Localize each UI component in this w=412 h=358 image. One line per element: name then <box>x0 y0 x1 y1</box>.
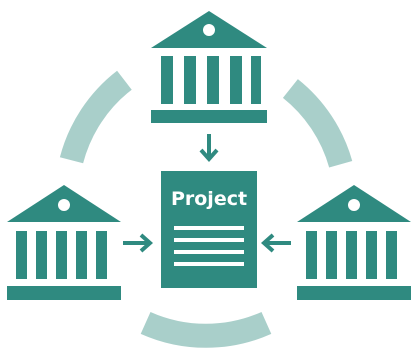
left-column-1 <box>16 231 27 279</box>
right-column-1 <box>306 231 317 279</box>
arrow-right-left-icon <box>260 233 291 253</box>
top-column-4 <box>230 56 242 104</box>
right-base <box>297 286 411 300</box>
top-column-3 <box>207 56 219 104</box>
arrow-top-down-icon <box>199 134 219 163</box>
document-text-lines <box>174 226 244 266</box>
project-document-icon: Project <box>161 171 257 288</box>
left-column-4 <box>76 231 87 279</box>
document-line-2 <box>174 238 244 242</box>
document-line-3 <box>174 250 244 254</box>
top-emblem <box>203 24 215 36</box>
document-line-1 <box>174 226 244 230</box>
top-column-5 <box>251 56 261 104</box>
ring-segment-bottom <box>140 311 272 348</box>
institution-right-bank-icon <box>297 185 411 300</box>
arrow-left-right-icon <box>123 233 154 253</box>
right-column-4 <box>366 231 377 279</box>
institution-left-bank-icon <box>7 185 121 300</box>
left-column-5 <box>96 231 107 279</box>
right-column-5 <box>386 231 397 279</box>
left-column-3 <box>56 231 67 279</box>
top-base <box>151 110 267 123</box>
ring-segment-upper-left <box>59 70 132 164</box>
right-emblem <box>348 199 360 211</box>
right-column-2 <box>326 231 337 279</box>
cycle-ring <box>59 70 353 348</box>
top-column-2 <box>184 56 196 104</box>
right-column-3 <box>346 231 357 279</box>
left-column-2 <box>36 231 47 279</box>
top-column-1 <box>161 56 173 104</box>
institution-top-bank-icon <box>151 11 267 123</box>
left-emblem <box>58 199 70 211</box>
document-line-4 <box>174 262 244 266</box>
ring-segment-upper-right <box>282 79 353 168</box>
left-base <box>7 286 121 300</box>
project-title: Project <box>171 188 247 210</box>
